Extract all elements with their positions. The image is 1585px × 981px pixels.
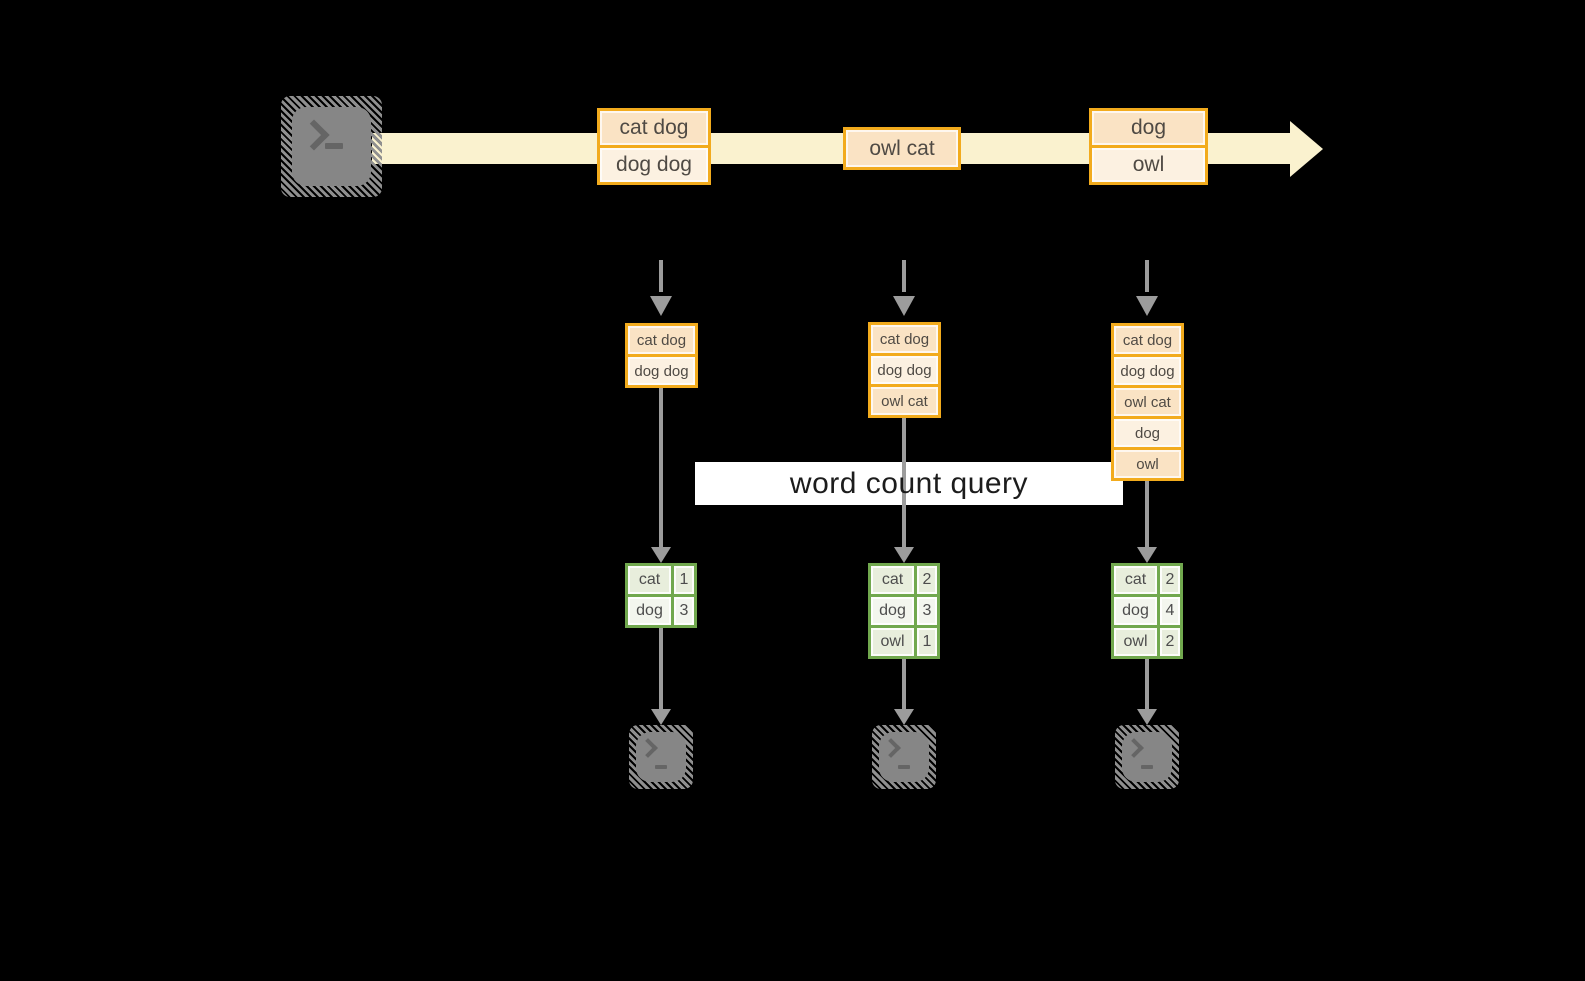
query-arrow-line [1145, 479, 1149, 549]
count-value-cell: 2 [1160, 566, 1180, 594]
arrowhead-down-icon [894, 547, 914, 563]
count-value-cell: 2 [1160, 628, 1180, 656]
stream-to-input-dash [659, 260, 663, 292]
arrowhead-down-icon [1136, 296, 1158, 316]
arrowhead-down-icon [894, 709, 914, 725]
batch-line: dog [1114, 419, 1181, 447]
query-arrow-line [902, 416, 906, 549]
count-value-cell: 3 [674, 597, 694, 625]
source-terminal-icon [281, 96, 382, 197]
batch-line: dog dog [871, 356, 938, 384]
count-word-cell: dog [871, 597, 914, 625]
batch-line: dog dog [628, 357, 695, 385]
terminal-screen [636, 732, 686, 782]
stream-to-input-dash [902, 260, 906, 292]
batch-line: owl cat [871, 387, 938, 415]
accumulated-input-box: cat dog dog dog owl cat dog owl [1111, 323, 1184, 481]
batch-line: owl cat [846, 130, 958, 167]
batch-line: cat dog [628, 326, 695, 354]
batch-line: dog dog [600, 148, 708, 182]
count-word-cell: owl [871, 628, 914, 656]
count-word-cell: owl [1114, 628, 1157, 656]
count-word-cell: cat [871, 566, 914, 594]
output-terminal-icon [872, 725, 936, 789]
query-label: word count query [789, 466, 1029, 500]
batch-line: cat dog [600, 111, 708, 145]
result-arrow-line [1145, 657, 1149, 711]
query-band [695, 462, 1123, 505]
arrowhead-down-icon [651, 709, 671, 725]
count-word-cell: cat [628, 566, 671, 594]
arrowhead-down-icon [893, 296, 915, 316]
batch-line: owl [1114, 450, 1181, 478]
output-terminal-icon [629, 725, 693, 789]
terminal-screen [1122, 732, 1172, 782]
terminal-cursor-icon [325, 143, 343, 149]
batch-line: cat dog [871, 325, 938, 353]
result-arrow-line [902, 657, 906, 711]
count-value-cell: 1 [674, 566, 694, 594]
stream-arrowhead-icon [1290, 121, 1323, 177]
accumulated-input-box: cat dog dog dog owl cat [868, 322, 941, 418]
accumulated-input-box: cat dog dog dog [625, 323, 698, 388]
count-value-cell: 2 [917, 566, 937, 594]
arrowhead-down-icon [1137, 709, 1157, 725]
terminal-cursor-icon [1141, 765, 1153, 769]
batch-line: dog [1092, 111, 1205, 145]
batch-line: owl cat [1114, 388, 1181, 416]
result-arrow-line [659, 626, 663, 711]
count-value-cell: 1 [917, 628, 937, 656]
count-word-cell: dog [1114, 597, 1157, 625]
arrowhead-down-icon [651, 547, 671, 563]
query-arrow-line [659, 386, 663, 549]
arrowhead-down-icon [650, 296, 672, 316]
terminal-cursor-icon [898, 765, 910, 769]
stream-to-input-dash [1145, 260, 1149, 292]
batch-line: dog dog [1114, 357, 1181, 385]
terminal-cursor-icon [655, 765, 667, 769]
arrowhead-down-icon [1137, 547, 1157, 563]
count-value-cell: 3 [917, 597, 937, 625]
stream-batch-box: owl cat [843, 127, 961, 170]
count-word-cell: cat [1114, 566, 1157, 594]
batch-line: cat dog [1114, 326, 1181, 354]
count-word-cell: dog [628, 597, 671, 625]
batch-line: owl [1092, 148, 1205, 182]
count-value-cell: 4 [1160, 597, 1180, 625]
output-terminal-icon [1115, 725, 1179, 789]
terminal-screen [879, 732, 929, 782]
